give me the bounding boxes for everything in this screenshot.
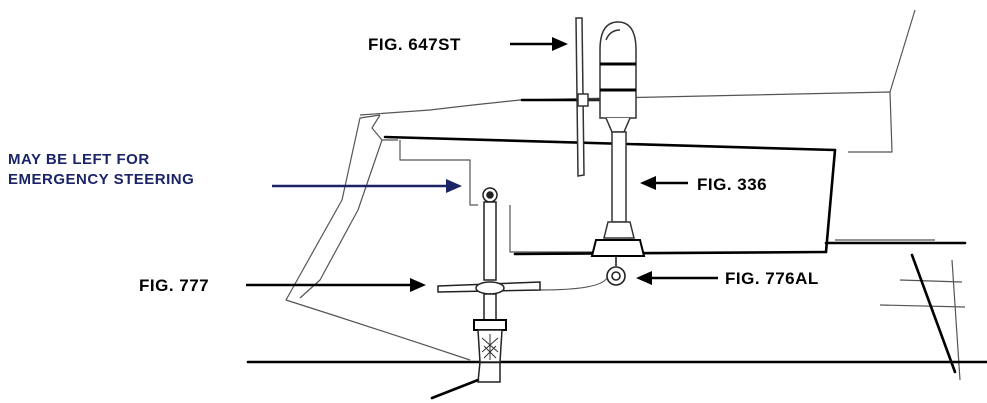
transom-inner xyxy=(371,114,398,141)
label-fig-647st: FIG. 647ST xyxy=(368,35,461,54)
label-fig-776al: FIG. 776AL xyxy=(725,269,819,288)
bold-right-vertical xyxy=(824,148,837,254)
fig-336-part xyxy=(590,21,646,257)
deck-line xyxy=(359,91,893,153)
fig-647st-part xyxy=(575,17,602,177)
pedestal-base xyxy=(603,221,635,239)
arrow-777-head xyxy=(410,278,426,292)
sheave-inner xyxy=(611,271,621,281)
hull-right-vertical xyxy=(951,259,961,381)
arrow-emergency-head xyxy=(446,179,462,193)
fig-776al-part xyxy=(539,256,626,291)
rudder-below xyxy=(477,361,501,383)
pointer-arrows xyxy=(246,37,718,292)
fig-777-part xyxy=(437,187,541,383)
label-emergency-line1: MAY BE LEFT FOR xyxy=(8,151,150,168)
pedestal-column xyxy=(611,131,627,223)
tiller-hub xyxy=(475,281,505,295)
bold-right-diagonal xyxy=(910,253,957,374)
arrow-336-head xyxy=(640,176,656,190)
bold-deck-line xyxy=(513,250,828,256)
label-fig-336: FIG. 336 xyxy=(697,175,768,194)
pedestal-flange xyxy=(590,239,646,257)
rudder-hatching xyxy=(481,334,499,360)
steering-cable xyxy=(539,277,608,291)
pedestal-neck xyxy=(605,117,631,133)
transom-edge xyxy=(299,139,383,299)
label-emergency-line2: EMERGENCY STEERING xyxy=(8,171,195,188)
wheel-hub xyxy=(577,93,589,107)
hull-bottom xyxy=(509,205,600,253)
label-emergency-steering: MAY BE LEFT FOR EMERGENCY STEERING xyxy=(8,150,194,190)
bold-rudder-stub xyxy=(430,378,480,400)
hull-floor-2 xyxy=(879,304,966,308)
rudder-collar xyxy=(473,319,507,331)
bold-gunwale-line xyxy=(383,135,837,152)
arrow-647st-head xyxy=(552,37,568,51)
tiller-eye-inner xyxy=(486,191,494,199)
pedestal-head-cap xyxy=(605,29,621,41)
hull-sketch xyxy=(285,9,966,381)
hull-floor xyxy=(899,279,963,283)
transom-outer xyxy=(285,114,471,361)
cabin-edge xyxy=(889,9,916,93)
rudder-post xyxy=(483,201,497,281)
pedestal-head xyxy=(599,21,637,119)
bracket-line xyxy=(399,140,478,206)
label-fig-777: FIG. 777 xyxy=(139,276,210,295)
arrow-776al-head xyxy=(636,271,652,285)
